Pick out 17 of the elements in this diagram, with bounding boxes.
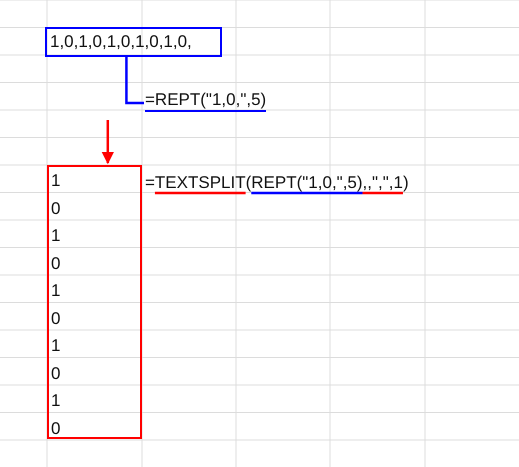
cell-value: 1: [51, 336, 60, 356]
arrow: [102, 120, 114, 164]
cell-value: 0: [51, 364, 60, 384]
formula-text: =TEXTSPLIT(REPT("1,0,",5),,",",1): [145, 173, 409, 193]
formula-text: =REPT("1,0,",5): [145, 90, 266, 112]
cell-value: 1: [51, 226, 60, 246]
cell-value: 1,0,1,0,1,0,1,0,1,0,: [50, 32, 192, 52]
cell-value: 0: [51, 198, 60, 218]
highlight-frame: [45, 27, 222, 57]
cell-value: 1: [51, 391, 60, 411]
cell-value: 0: [51, 254, 60, 274]
cell-value: 1: [51, 281, 60, 301]
cell-value: 0: [51, 418, 60, 438]
connector-line: [125, 57, 144, 104]
cell-value: 1: [51, 171, 60, 191]
cell-value: 0: [51, 308, 60, 328]
highlight-frame: [47, 165, 142, 439]
